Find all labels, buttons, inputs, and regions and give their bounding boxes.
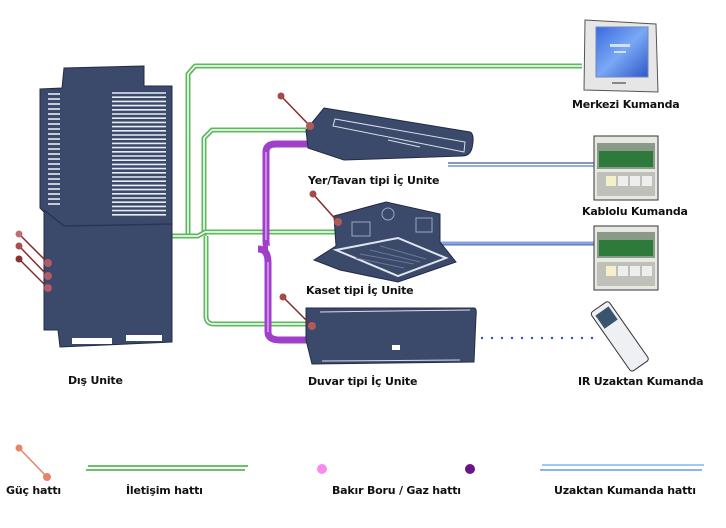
legend-remote-label: Uzaktan Kumanda hattı bbox=[554, 484, 696, 497]
power-dot-icon bbox=[15, 230, 52, 292]
cassette-indoor-unit[interactable] bbox=[309, 190, 457, 283]
legend-power-icon bbox=[15, 444, 51, 481]
ceiling-indoor-unit[interactable] bbox=[277, 92, 474, 161]
legend-refrigerant-label: Bakır Boru / Gaz hattı bbox=[332, 484, 461, 497]
ir-remote-controller[interactable] bbox=[590, 301, 649, 373]
legend-communication-label: İletişim hattı bbox=[126, 484, 203, 497]
comm-line-ceiling bbox=[201, 127, 306, 236]
ir-signal-dot bbox=[560, 336, 564, 340]
outdoor-unit[interactable] bbox=[15, 65, 173, 348]
power-dot-icon bbox=[308, 322, 316, 330]
ir-signal-dot bbox=[490, 336, 494, 340]
comm-line-cassette bbox=[172, 229, 340, 239]
legend-power-label: Güç hattı bbox=[6, 484, 61, 497]
refrigerant-pipes bbox=[172, 140, 340, 344]
power-dot-icon bbox=[279, 293, 287, 301]
ir-signal-dot bbox=[510, 336, 514, 340]
ir-signal-dots bbox=[480, 336, 594, 340]
power-dot-icon bbox=[277, 92, 285, 100]
central-controller-label: Merkezi Kumanda bbox=[572, 98, 680, 111]
ir-signal-dot bbox=[550, 336, 554, 340]
ir-signal-dot bbox=[590, 336, 594, 340]
wall-indoor-unit[interactable] bbox=[279, 293, 477, 365]
wired-controller-1[interactable] bbox=[593, 135, 659, 201]
ir-signal-dot bbox=[480, 336, 484, 340]
legend-refrigerant-icon bbox=[317, 464, 475, 474]
outdoor-power-lines bbox=[18, 233, 49, 289]
central-controller[interactable] bbox=[583, 19, 659, 93]
ir-controller-label: IR Uzaktan Kumanda bbox=[578, 375, 704, 388]
ir-signal-dot bbox=[540, 336, 544, 340]
power-dot-icon bbox=[334, 218, 342, 226]
communication-lines bbox=[172, 63, 582, 327]
wall-unit-label: Duvar tipi İç Unite bbox=[308, 375, 418, 388]
power-dot-icon bbox=[309, 190, 317, 198]
wired-controller-2[interactable] bbox=[593, 225, 659, 291]
legend-communication-icon bbox=[86, 465, 248, 471]
legend-remote-icon bbox=[540, 464, 704, 471]
outdoor-fan-grille-right bbox=[112, 92, 166, 216]
comm-line-central bbox=[185, 63, 582, 236]
power-dot-icon bbox=[306, 122, 314, 130]
remote-lines bbox=[440, 162, 594, 340]
ir-signal-dot bbox=[500, 336, 504, 340]
ceiling-unit-label: Yer/Tavan tipi İç Unite bbox=[308, 174, 440, 187]
remote-line-wired-2 bbox=[440, 241, 594, 246]
wired-controller-label: Kablolu Kumanda bbox=[582, 205, 688, 218]
ir-signal-dot bbox=[520, 336, 524, 340]
outdoor-fan-grille-left bbox=[48, 93, 60, 205]
outdoor-unit-label: Dış Unite bbox=[68, 374, 123, 387]
ir-signal-dot bbox=[580, 336, 584, 340]
comm-line-wall bbox=[203, 236, 310, 327]
ir-signal-dot bbox=[530, 336, 534, 340]
ir-signal-dot bbox=[570, 336, 574, 340]
remote-line-wired-1 bbox=[448, 162, 594, 167]
cassette-unit-label: Kaset tipi İç Unite bbox=[306, 284, 414, 297]
